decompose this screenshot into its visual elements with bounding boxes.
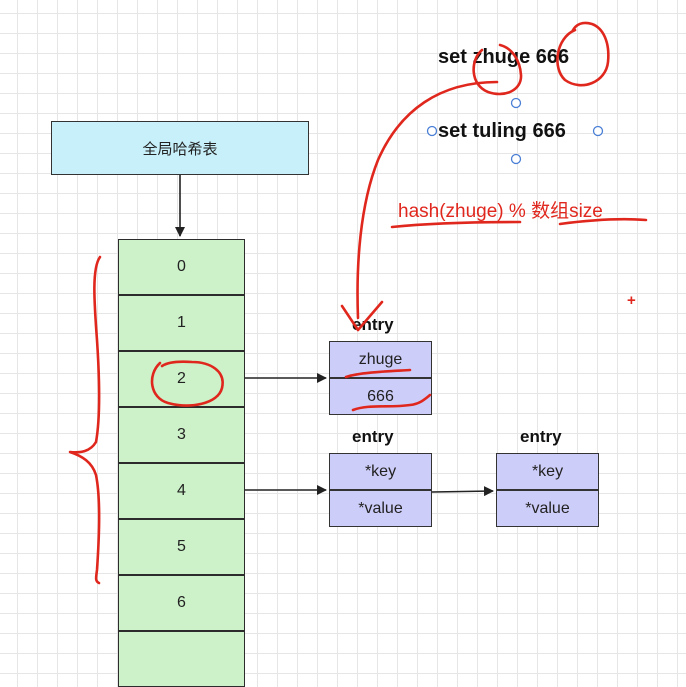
size-underline-mark [558, 217, 648, 226]
bucket-4: 4 [118, 463, 245, 519]
bucket-6: 6 [118, 575, 245, 631]
entry-key-text: *key [364, 462, 397, 480]
entry-value-cell: *value [496, 490, 599, 527]
hash-formula-annotation: hash(zhuge) % 数组size [398, 201, 603, 222]
value-circle-mark [556, 21, 610, 87]
bucket-2: 2 [118, 351, 245, 407]
entry-title: entry [520, 427, 562, 446]
command-set-tuling[interactable]: set tuling 666 [438, 120, 566, 142]
entry-value-cell: 666 [329, 378, 432, 415]
bucket-2-circle-mark [150, 360, 224, 407]
value-underline-mark [351, 393, 432, 412]
global-hash-table-box: 全局哈希表 [51, 121, 309, 175]
red-annotations [68, 21, 648, 585]
bucket-label: 1 [177, 314, 186, 331]
bucket-1: 1 [118, 295, 245, 351]
entry-key-cell: *key [496, 453, 599, 490]
bucket-label: 5 [177, 538, 186, 555]
entry-value-cell: *value [329, 490, 432, 527]
entry-key-cell: *key [329, 453, 432, 490]
entry-key-text: zhuge [358, 350, 403, 368]
diagram-overlay [68, 21, 648, 585]
bucket-0: 0 [118, 239, 245, 295]
bucket-label: 3 [177, 426, 186, 443]
entry-title: entry [352, 315, 394, 334]
entry-value-text: *value [358, 499, 403, 517]
selection-handles[interactable] [426, 97, 604, 165]
command-set-zhuge: set zhuge 666 [438, 46, 570, 68]
global-hash-table-label: 全局哈希表 [142, 140, 218, 158]
bucket-label: 6 [177, 594, 186, 611]
bucket-5: 5 [118, 519, 245, 575]
entry-title: entry [352, 427, 394, 446]
curved-arrow-head-mark [340, 300, 384, 332]
curved-arrow-mark [356, 80, 499, 320]
bucket-label: 4 [177, 482, 186, 499]
entry-value-text: 666 [367, 387, 394, 405]
formula-underline-mark [390, 220, 522, 229]
zhuge-circle-mark [472, 43, 523, 96]
plus-marker: + [627, 292, 636, 309]
entry-to-entry-arrow [431, 486, 494, 497]
entry-value-text: *value [525, 499, 570, 517]
bucket-label: 0 [177, 258, 186, 275]
bucket-label: 2 [177, 370, 186, 387]
bucket-3: 3 [118, 407, 245, 463]
bucket-brace-mark [68, 255, 102, 585]
entry-key-text: *key [531, 462, 564, 480]
zhuge-underline-mark [344, 368, 412, 379]
